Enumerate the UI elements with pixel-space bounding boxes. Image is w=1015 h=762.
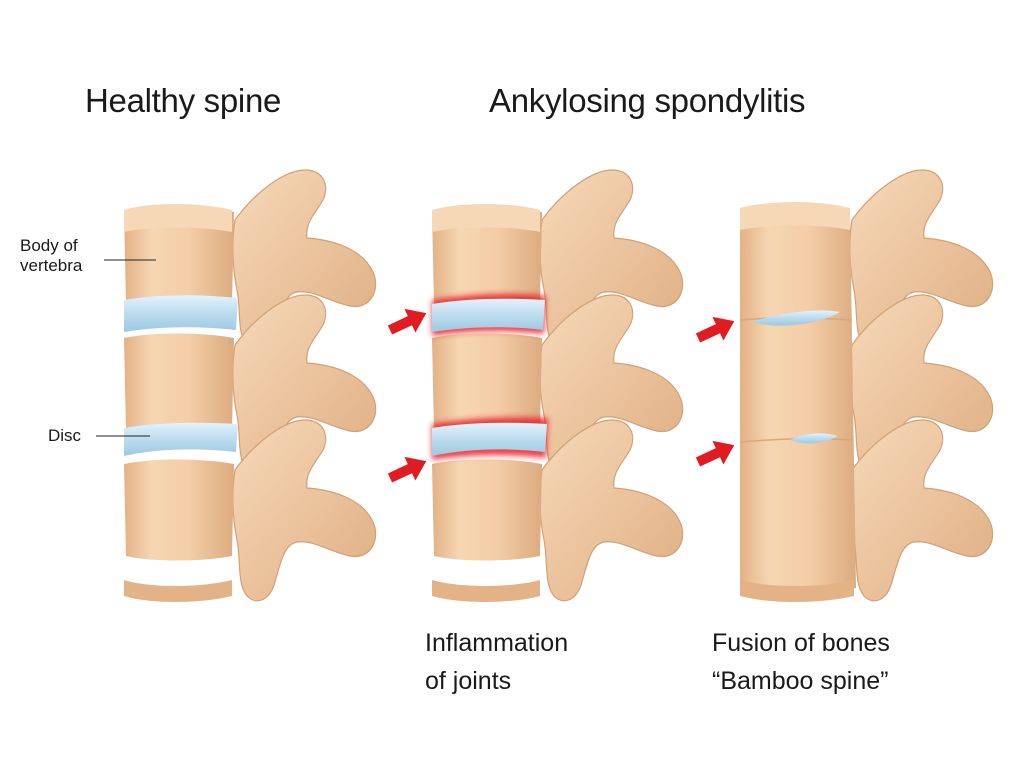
inflammation-arrow-lower: [387, 456, 427, 483]
ankylosing-spondylitis-title: Ankylosing spondylitis: [489, 82, 806, 119]
body-of-vertebra-label-line1: Body of: [20, 236, 78, 255]
remnant-disc-lower: [790, 433, 838, 444]
inflammation-caption: Inflammation of joints: [425, 624, 568, 700]
inflammation-caption-line2: of joints: [425, 667, 512, 695]
inflammation-caption-line1: Inflammation: [425, 629, 569, 657]
remnant-disc-upper: [752, 310, 840, 326]
inflammation-arrow-upper: [387, 308, 427, 335]
body-of-vertebra-label: Body of vertebra: [20, 236, 82, 276]
fusion-caption-line2: “Bamboo spine”: [712, 667, 889, 695]
body-of-vertebra-label-line2: vertebra: [20, 256, 83, 275]
fused-spine-diagram: [695, 169, 994, 602]
healthy-disc-upper: [124, 295, 238, 332]
healthy-disc-lower: [124, 422, 238, 456]
fusion-arrow-upper: [695, 316, 735, 343]
disc-label: Disc: [48, 426, 82, 445]
fusion-caption-line1: Fusion of bones: [712, 629, 890, 657]
inflamed-spine-diagram: [387, 169, 684, 602]
healthy-spine-diagram: [96, 169, 377, 602]
healthy-spine-title: Healthy spine: [85, 82, 282, 119]
inflamed-disc-lower: [432, 422, 547, 456]
inflamed-disc-upper: [432, 298, 545, 332]
fusion-caption: Fusion of bones “Bamboo spine”: [712, 624, 890, 700]
fused-vertebral-column: [740, 206, 856, 594]
fusion-arrow-lower: [695, 440, 735, 467]
